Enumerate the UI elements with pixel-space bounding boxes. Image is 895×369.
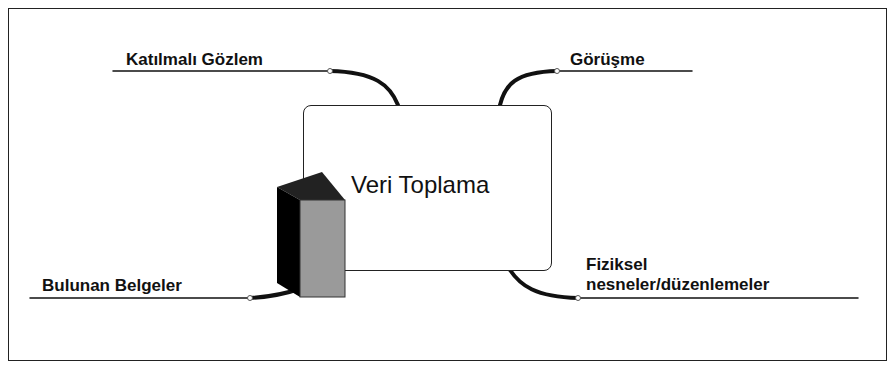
branch-label: Fiziksel nesneler/düzenlemeler — [586, 255, 736, 295]
branch-label: Katılmalı Gözlem — [126, 50, 263, 70]
branch-label: Bulunan Belgeler — [42, 276, 182, 296]
branch-dots — [248, 69, 581, 301]
branch-label: Görüşme — [570, 50, 645, 70]
center-box: Veri Toplama — [303, 105, 552, 271]
frame — [9, 9, 887, 361]
branches — [30, 71, 858, 298]
center-title: Veri Toplama — [351, 171, 489, 199]
